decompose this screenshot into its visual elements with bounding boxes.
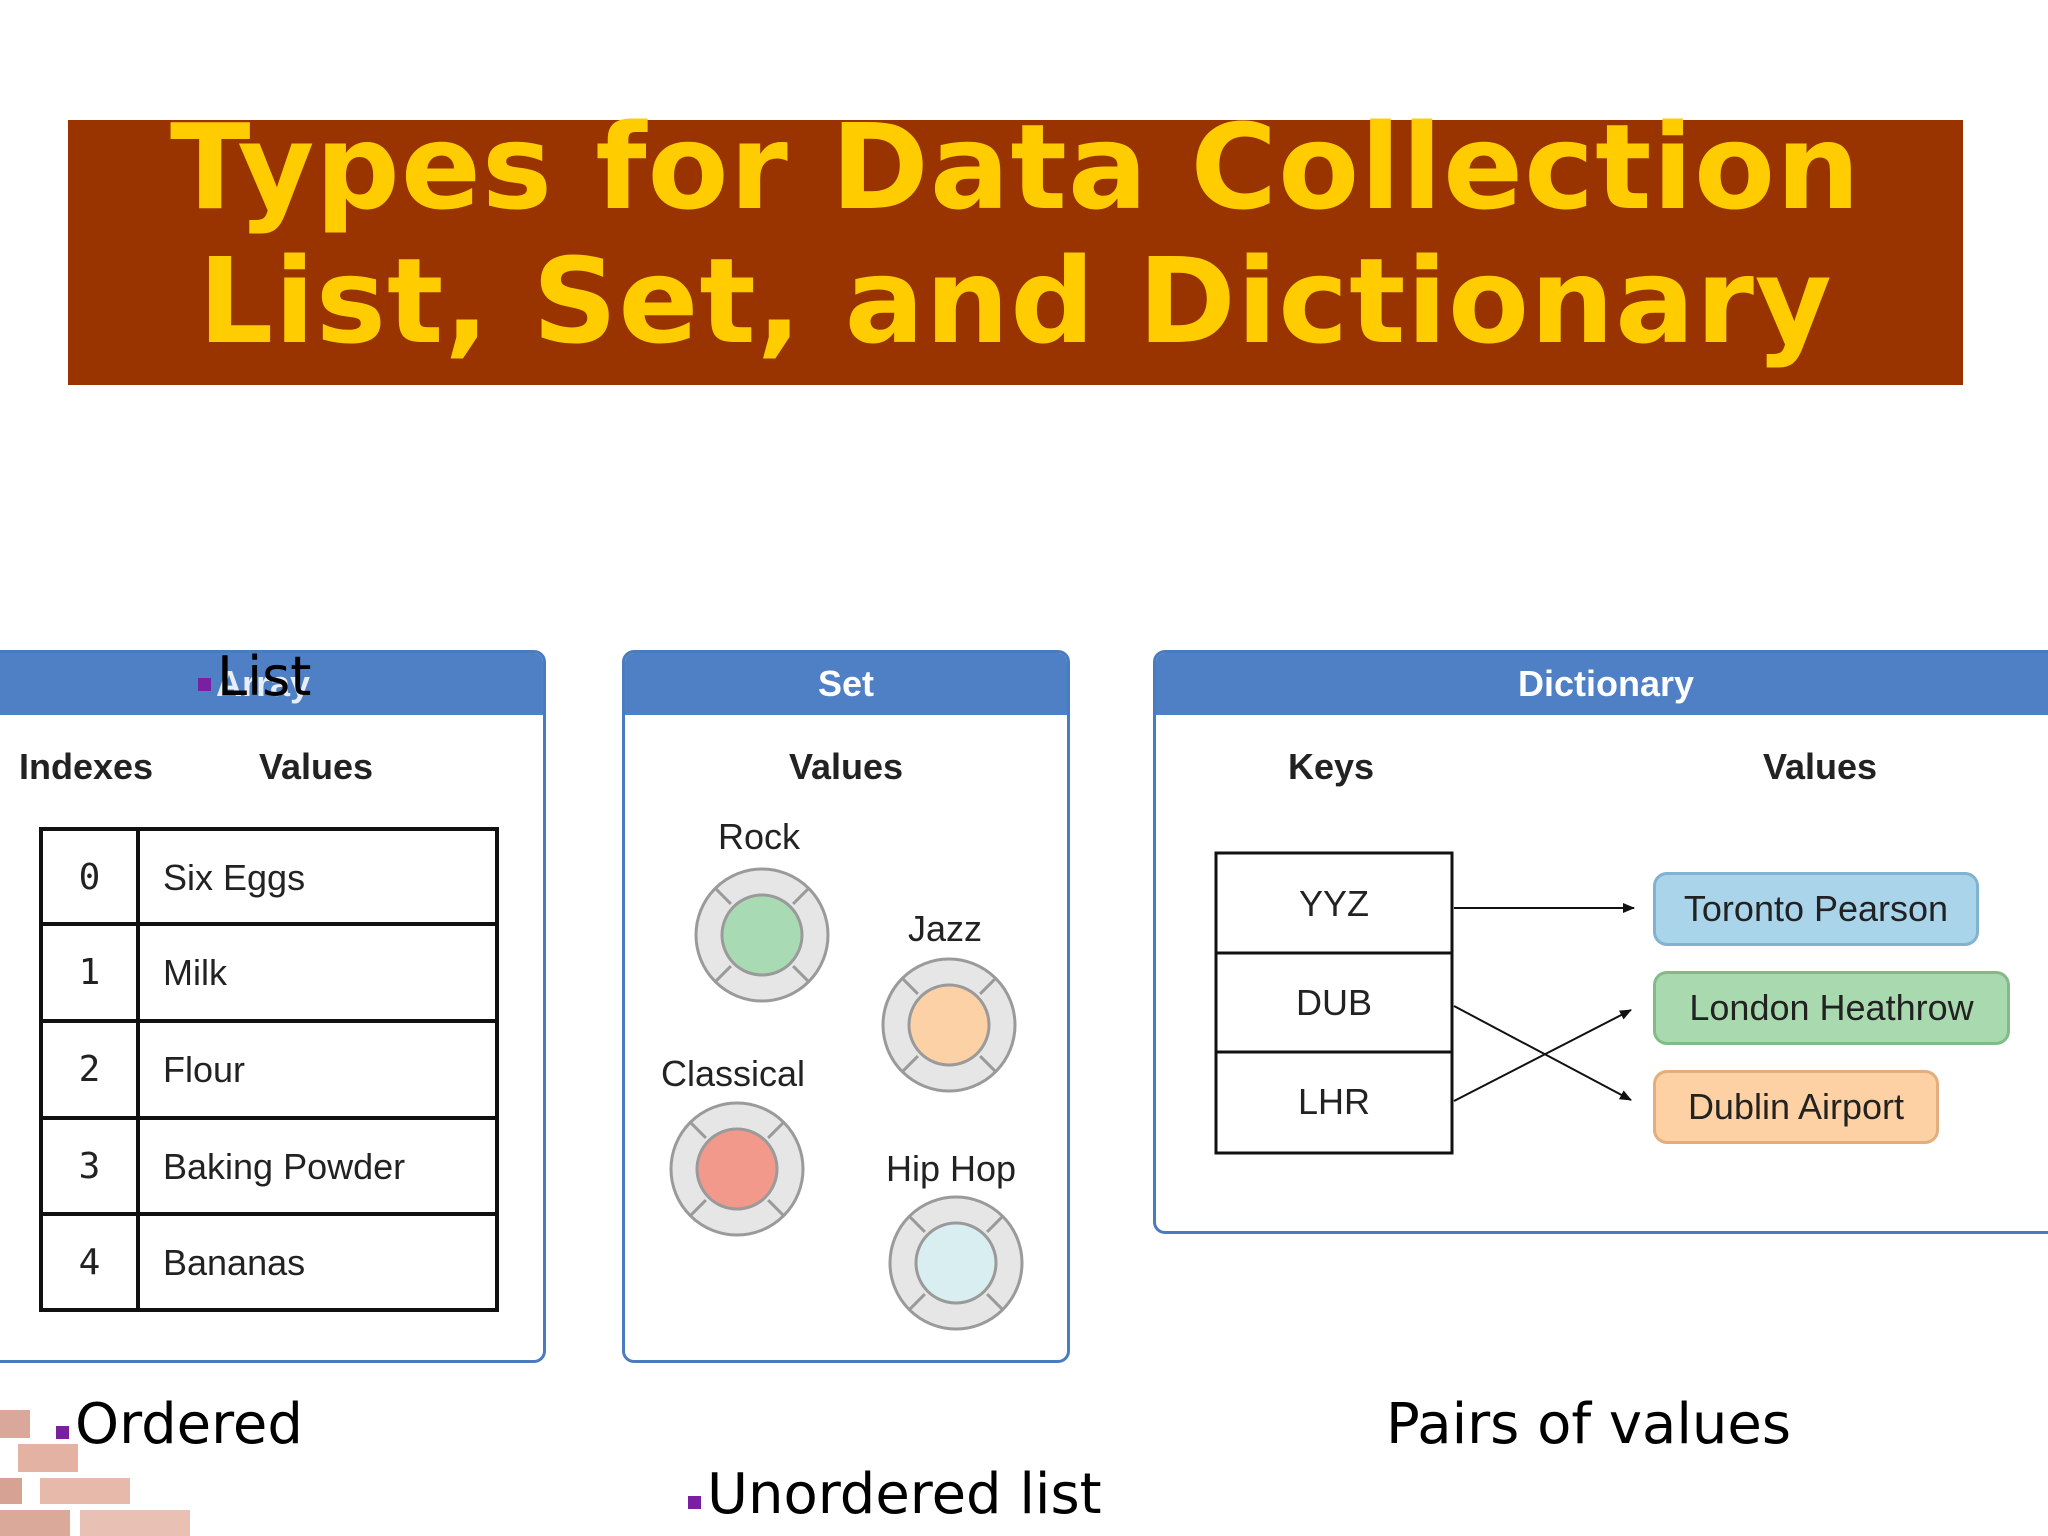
set-values-column-header: Values <box>788 746 904 787</box>
list-label-text: List <box>217 645 312 708</box>
key-dub: DUB <box>1295 982 1372 1023</box>
array-panel-header: Array <box>0 653 543 715</box>
array-index-cell: 3 <box>78 1146 101 1187</box>
dictionary-panel: Dictionary Keys Values YYZ DUB LHR Toron… <box>1153 650 2048 1234</box>
title-banner <box>68 120 1963 385</box>
key-lhr: LHR <box>1297 1081 1371 1122</box>
bullet-square-icon <box>56 1426 69 1439</box>
array-value-cell: Baking Powder <box>163 1146 406 1187</box>
set-item-label-rock: Rock <box>718 816 801 857</box>
title-line-1: Types for Data Collection <box>169 98 1862 236</box>
arrow-dub-to-dublin <box>1453 1005 1632 1101</box>
dictionary-keys-table <box>1214 851 1635 1155</box>
set-value-circle <box>888 1195 1024 1331</box>
array-index-cell: 1 <box>78 952 101 993</box>
array-table <box>39 827 499 1312</box>
arrow-lhr-to-london <box>1453 1009 1632 1102</box>
set-panel: Set Values Rock Jazz Classical Hip Hop <box>622 650 1070 1363</box>
set-values-graphic <box>669 867 1024 1331</box>
array-index-cell: 4 <box>78 1242 101 1283</box>
set-value-circle <box>669 1101 805 1237</box>
array-value-cell: Flour <box>163 1049 246 1090</box>
caption-unordered: Unordered list <box>688 1462 1102 1527</box>
set-value-circle <box>694 867 830 1003</box>
caption-pairs: Pairs of values <box>1386 1392 1792 1457</box>
array-value-cell: Milk <box>163 952 227 993</box>
set-panel-header: Set <box>625 653 1067 715</box>
bullet-square-icon <box>198 678 211 691</box>
value-dublin-airport: Dublin Airport <box>1653 1070 1939 1144</box>
list-label: List <box>198 645 311 708</box>
value-toronto-pearson: Toronto Pearson <box>1653 872 1979 946</box>
set-item-label-classical: Classical <box>661 1053 806 1094</box>
key-yyz: YYZ <box>1298 883 1369 924</box>
set-item-label-hiphop: Hip Hop <box>886 1148 1017 1189</box>
value-london-heathrow: London Heathrow <box>1653 971 2010 1045</box>
bullet-square-icon <box>688 1496 701 1509</box>
array-index-cell: 0 <box>78 857 101 898</box>
keys-column-header: Keys <box>1288 746 1375 787</box>
caption-ordered: Ordered <box>56 1392 303 1457</box>
array-value-cell: Bananas <box>163 1242 306 1283</box>
array-index-cell: 2 <box>78 1049 101 1090</box>
dictionary-panel-header: Dictionary <box>1156 653 2048 715</box>
dictionary-panel-title: Dictionary <box>1518 663 1695 704</box>
caption-ordered-text: Ordered <box>75 1392 303 1457</box>
dictionary-values-column-header: Values <box>1763 746 1878 787</box>
set-value-circle <box>881 957 1017 1093</box>
caption-unordered-text: Unordered list <box>707 1462 1102 1527</box>
brick-wall-decoration <box>0 1410 190 1536</box>
title-line-2: List, Set, and Dictionary <box>198 232 1833 370</box>
values-column-header: Values <box>259 746 374 787</box>
array-panel: Array Indexes Values 0 Six Eggs 1 Milk 2 Flou… <box>0 650 546 1363</box>
array-value-cell: Six Eggs <box>163 857 306 898</box>
indexes-column-header: Indexes <box>19 746 154 787</box>
set-item-label-jazz: Jazz <box>908 908 983 949</box>
